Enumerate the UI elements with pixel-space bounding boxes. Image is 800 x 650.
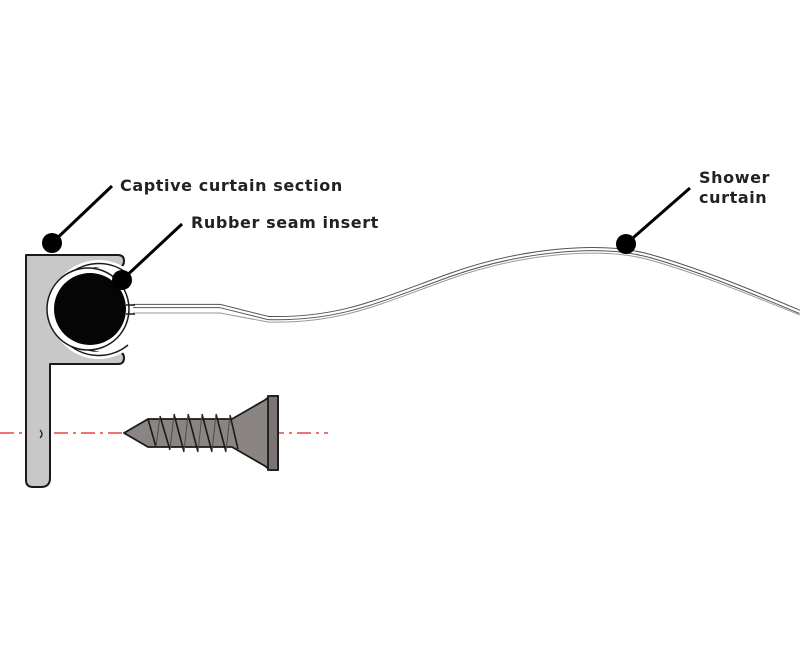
label-captive-curtain-section: Captive curtain section: [120, 176, 343, 195]
label-shower-curtain-line2: curtain: [699, 188, 767, 207]
label-shower-curtain-line1: Shower: [699, 168, 770, 187]
callout-dot: [112, 270, 132, 290]
callout-captive-curtain-section: Captive curtain section: [42, 176, 343, 253]
callout-dot: [42, 233, 62, 253]
callout-shower-curtain: Shower curtain: [616, 168, 770, 254]
shower-curtain: [133, 247, 800, 323]
callout-rubber-seam-insert: Rubber seam insert: [112, 213, 379, 290]
countersunk-screw-icon: [123, 395, 279, 471]
label-rubber-seam-insert: Rubber seam insert: [191, 213, 379, 232]
rubber-seam-insert: [46, 267, 135, 351]
callout-dot: [616, 234, 636, 254]
